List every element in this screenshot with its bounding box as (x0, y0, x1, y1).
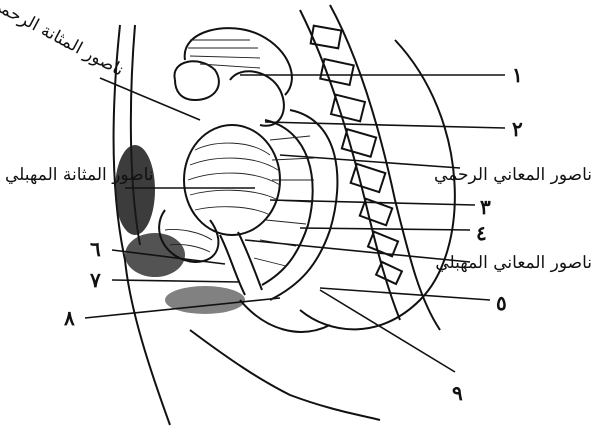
spine (300, 5, 440, 330)
label-number-7: ٧ (89, 268, 101, 292)
label-recto-vaginal-fistula: ناصور المعاني المهبلي (435, 253, 592, 273)
label-number-3: ٣ (480, 195, 491, 219)
label-vesico-vaginal-fistula: ناصور المثانة المهبلي (5, 165, 154, 185)
label-number-5: ٥ (496, 291, 507, 315)
intestines (174, 28, 291, 126)
label-number-9: ٩ (452, 381, 463, 405)
vagina (220, 235, 245, 295)
label-vesico-uterine-fistula: ناصور المثانة الرحمي (0, 0, 127, 81)
label-number-2: ٢ (512, 117, 523, 141)
label-number-4: ٤ (476, 221, 487, 245)
label-recto-uterine-fistula: ناصور المعاني الرحمي (434, 165, 592, 185)
uterus (184, 125, 280, 235)
perineum (240, 300, 330, 332)
label-number-8: ٨ (63, 306, 75, 330)
label-number-1: ١ (512, 63, 523, 87)
rectum (254, 110, 337, 300)
label-number-6: ٦ (90, 237, 101, 261)
body-contour (300, 40, 455, 329)
